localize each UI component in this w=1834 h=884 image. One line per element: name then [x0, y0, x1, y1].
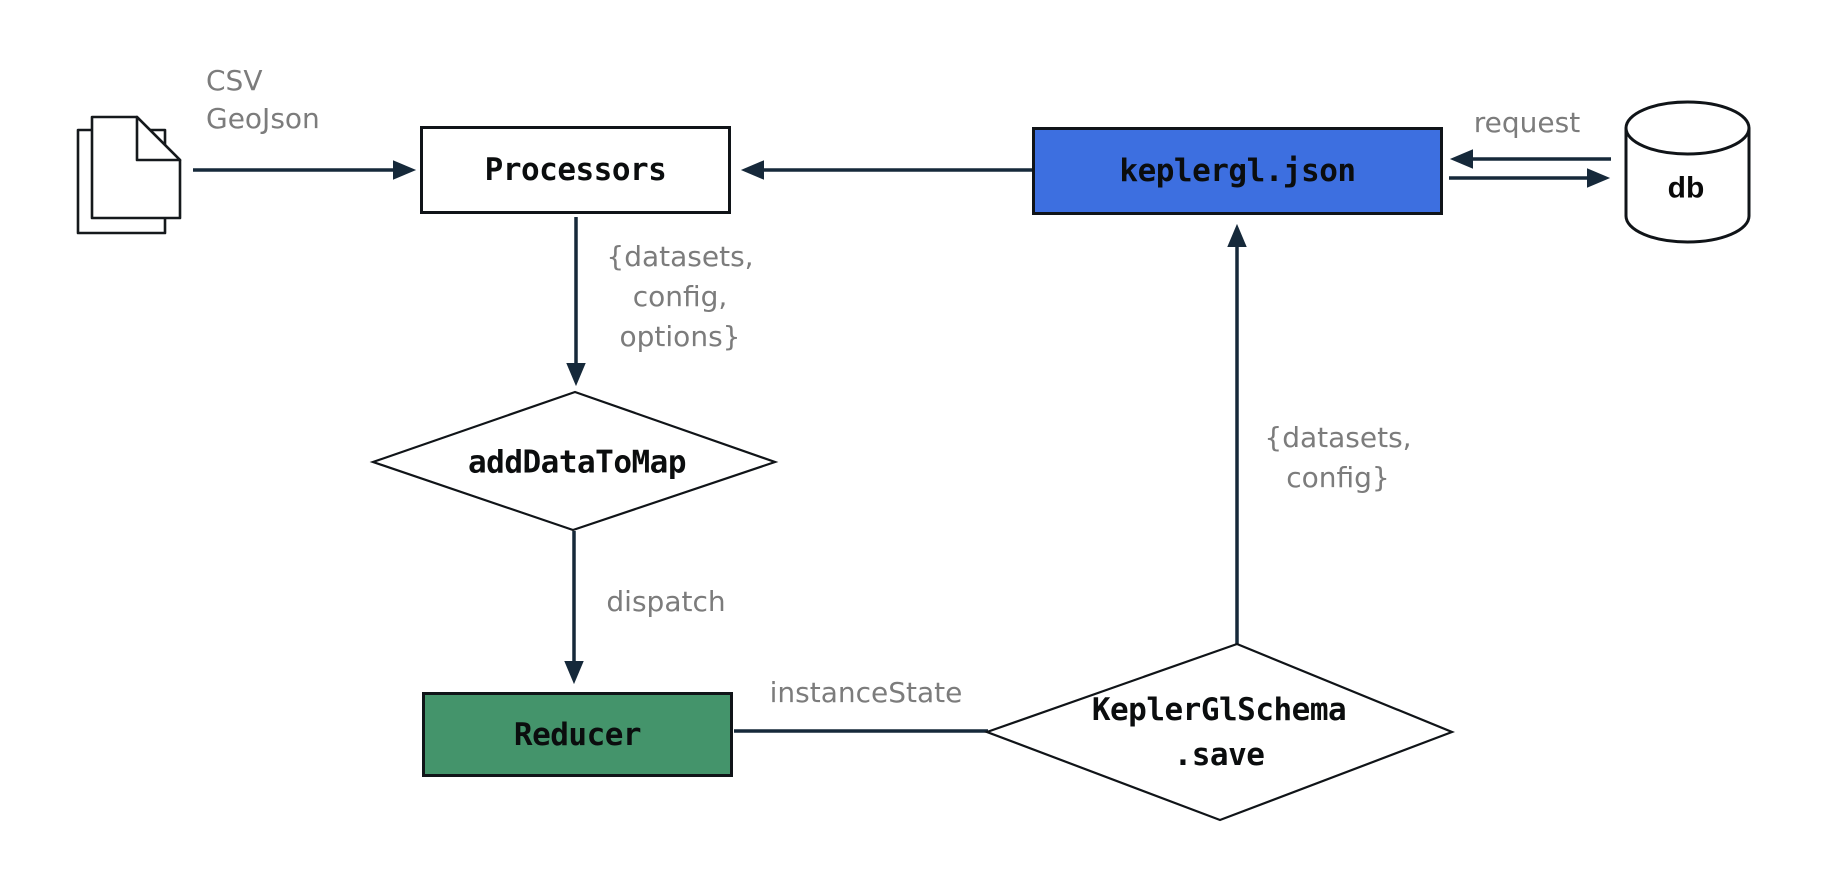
node-keplergl-json: keplergl.json	[1032, 127, 1443, 215]
label-save-payload-line1: {datasets,	[1264, 421, 1412, 454]
label-add-data-payload-line3: options}	[619, 320, 741, 353]
node-keplerglschema-label: KeplerGlSchema .save	[1091, 688, 1347, 778]
node-keplerglschema-label-line1: KeplerGlSchema	[1091, 692, 1347, 728]
db-cylinder-top	[1624, 100, 1751, 156]
node-keplerglschema-label-line2: .save	[1173, 737, 1265, 773]
node-reducer: Reducer	[422, 692, 733, 777]
label-file-types: CSV GeoJson	[206, 62, 320, 138]
label-save-payload-line2: config}	[1286, 461, 1390, 494]
label-file-types-line2: GeoJson	[206, 102, 320, 135]
db-cylinder-icon	[1624, 100, 1751, 244]
node-processors: Processors	[420, 126, 731, 214]
node-db-label: db	[1667, 171, 1705, 205]
label-add-data-payload-line2: config,	[632, 280, 728, 313]
db-cylinder-body	[1624, 128, 1751, 244]
node-adddatatomap-label: addDataToMap	[468, 444, 686, 481]
label-save-payload: {datasets, config}	[1264, 418, 1411, 498]
label-request: request	[1473, 106, 1581, 139]
node-keplergl-json-label: keplergl.json	[1119, 153, 1356, 189]
file-fold-corner	[135, 115, 182, 162]
label-instance-state: instanceState	[769, 676, 963, 709]
keplerglschema-diamond	[983, 642, 1455, 822]
file-stack-icon	[76, 115, 182, 235]
label-file-types-line1: CSV	[206, 64, 263, 97]
label-add-data-payload: {datasets, config, options}	[606, 237, 753, 357]
node-processors-label: Processors	[484, 152, 667, 188]
node-reducer-label: Reducer	[513, 716, 642, 753]
label-dispatch: dispatch	[606, 585, 726, 618]
adddatatomap-diamond	[369, 390, 779, 532]
label-add-data-payload-line1: {datasets,	[606, 240, 754, 273]
